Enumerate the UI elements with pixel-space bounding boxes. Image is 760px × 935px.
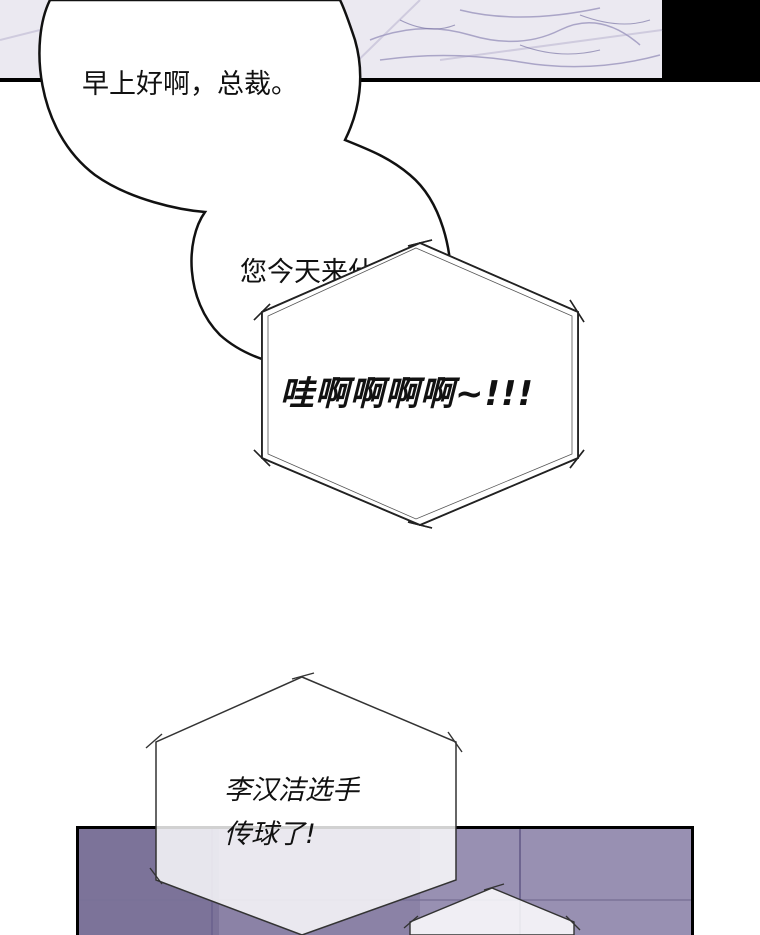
narration-text-line-2: 传球了! (224, 819, 316, 850)
speech-text-line-1: 早上好啊，总裁。 (82, 69, 298, 100)
shout-text: 哇啊啊啊啊~!!! (280, 374, 535, 414)
narration-text-line-1: 李汉洁选手 (224, 775, 359, 806)
